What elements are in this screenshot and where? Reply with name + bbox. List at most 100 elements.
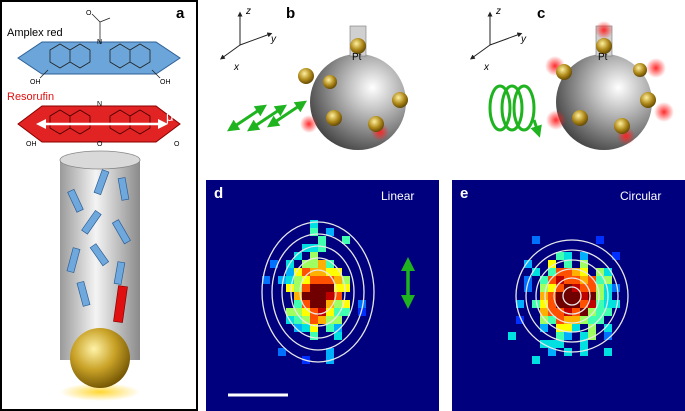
heatmap-pixel [326,348,334,356]
heatmap-pixel [294,316,302,324]
heatmap-pixel [612,300,620,308]
heatmap-pixel [604,300,612,308]
heatmap-pixel [294,252,302,260]
heatmap-pixel [580,340,588,348]
amplex-oh-right: OH [160,79,171,86]
sphere-b [298,25,408,150]
amplex-n: N [97,39,102,46]
heatmap-pixel [326,324,334,332]
heatmap-pixel [564,292,572,300]
heatmap-pixel [548,316,556,324]
heatmap-pixel [310,332,318,340]
heatmap-pixel [596,316,604,324]
heatmap-pixel [540,300,548,308]
heatmap-pixel [564,260,572,268]
heatmap-pixel [548,268,556,276]
heatmap-pixel [334,324,342,332]
heatmap-pixel [580,284,588,292]
heatmap-pixel [516,316,524,324]
heatmap-pixel [556,276,564,284]
panel-c: c z y x [469,5,674,150]
panel-b: b z y x Pt [219,5,408,150]
heatmap-pixel [524,284,532,292]
heatmap-pixel [334,284,342,292]
heatmap-pixel [302,260,310,268]
heatmap-pixel [580,260,588,268]
heatmap-pixel [310,292,318,300]
heatmap-pixel [310,308,318,316]
heatmap-pixel [564,268,572,276]
heatmap-pixel [326,316,334,324]
heatmap-pixel [302,316,310,324]
heatmap-pixel [294,276,302,284]
pt-label-c: Pt [598,52,608,63]
rod-glow [60,383,140,401]
heatmap-pixel [302,300,310,308]
heatmap-pixel [310,228,318,236]
heatmap-pixel [532,356,540,364]
heatmap-pixel [278,348,286,356]
heatmap-pixel [548,348,556,356]
heatmap-pixel [564,252,572,260]
heatmap-pixel [580,308,588,316]
heatmap-pixel [286,276,294,284]
heatmap-pixel [524,276,532,284]
heatmap-pixel [326,292,334,300]
heatmap-pixel [604,276,612,284]
resorufin-label: Resorufin [7,91,54,103]
axis-b-z: z [245,6,251,17]
heatmap-pixel [556,340,564,348]
heatmap-pixel [604,348,612,356]
heatmap-pixel [294,308,302,316]
panel-e: e Circular [452,180,685,411]
heatmap-pixel [588,292,596,300]
heatmap-pixel [318,244,326,252]
heatmap-pixel [556,332,564,340]
heatmap-pixel [358,300,366,308]
heatmap-pixel [588,332,596,340]
heatmap-pixel [318,268,326,276]
heatmap-pixel [302,268,310,276]
heatmap-pixel [278,276,286,284]
heatmap-pixel [556,308,564,316]
heatmap-pixel [334,316,342,324]
heatmap-pixel [564,308,572,316]
heatmap-pixel [596,308,604,316]
heatmap-pixel [540,324,548,332]
heatmap-pixel [604,308,612,316]
heatmap-pixel [302,284,310,292]
panel-a: a Amplex red O N OH OH Resorufin μ N O [0,0,198,411]
heatmap-pixel [604,332,612,340]
heatmap-pixel [572,316,580,324]
heatmap-pixel [532,268,540,276]
heatmap-pixel [310,268,318,276]
heatmap-pixel [548,292,556,300]
heatmap-pixel [318,316,326,324]
heatmap-pixel [334,292,342,300]
axis-c-x: x [483,62,490,73]
heatmap-pixel [572,292,580,300]
heatmap-pixel [540,316,548,324]
heatmap-pixel [326,228,334,236]
heatmap-pixel [310,276,318,284]
heatmap-pixel [564,316,572,324]
heatmap-pixel [318,236,326,244]
heatmap-pixel [556,252,564,260]
heatmap-pixel [302,276,310,284]
heatmap-pixel [532,300,540,308]
heatmap-pixel [294,292,302,300]
heatmap-pixel [540,284,548,292]
heatmap-pixel [302,292,310,300]
heatmap-pixel [310,252,318,260]
heatmap-pixel [596,284,604,292]
heatmap-pixel [540,308,548,316]
heatmap-pixel [342,276,350,284]
heatmap-pixel [310,220,318,228]
heatmap-pixel [270,260,278,268]
heatmap-pixel [342,284,350,292]
heatmap-pixel [588,300,596,308]
heatmap-pixel [294,284,302,292]
heatmap-pixel [310,284,318,292]
dipole-arrow-head-left [36,119,46,129]
resorufin-o: O [174,141,180,148]
